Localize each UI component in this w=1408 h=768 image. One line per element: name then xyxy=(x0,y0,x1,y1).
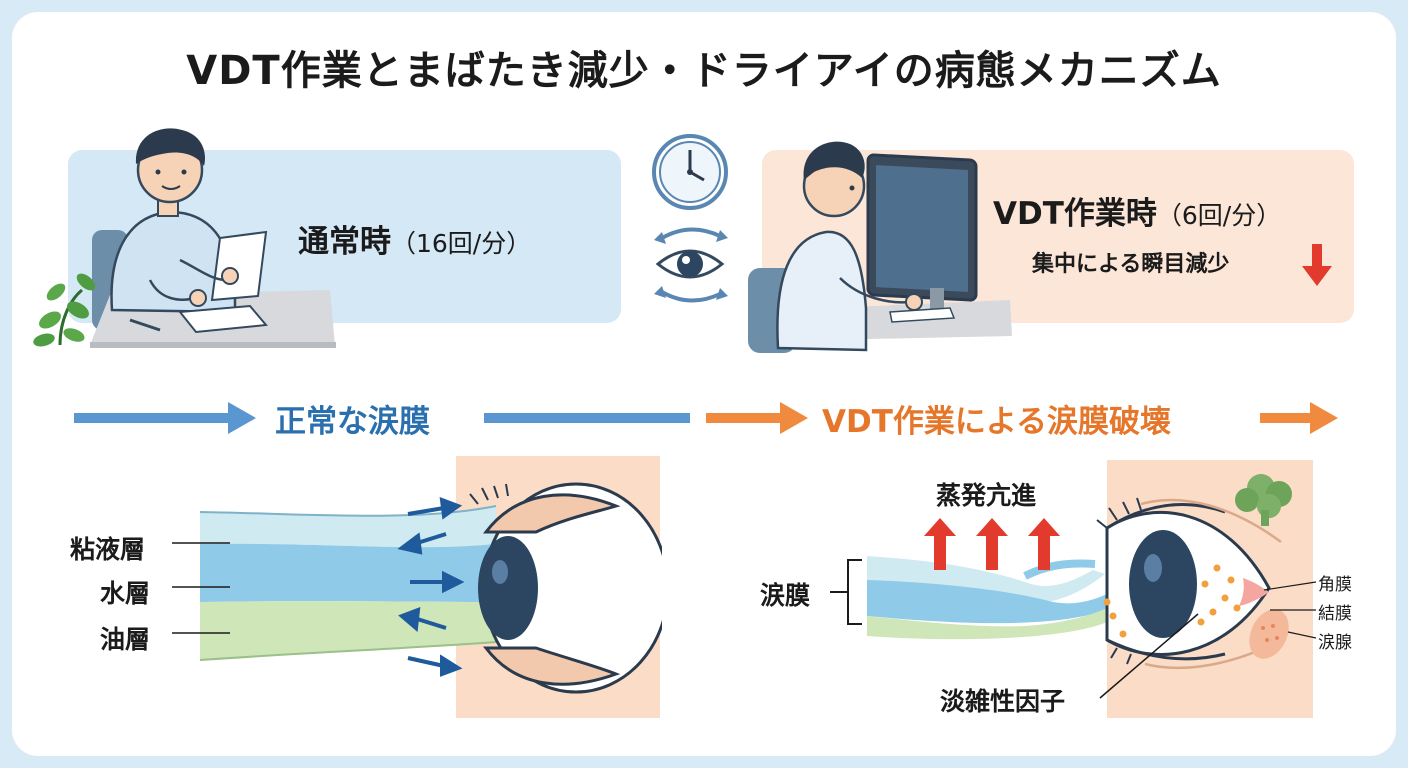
normal-arrow-bar xyxy=(484,413,690,423)
clock-icon xyxy=(652,134,728,210)
tear-film-label: 涙膜 xyxy=(760,581,811,610)
page-title: VDT作業とまばたき減少・ドライアイの病態メカニズム xyxy=(186,48,1222,94)
normal-tear-film-heading: 正常な涙膜 xyxy=(275,404,430,440)
blink-icons xyxy=(652,134,728,303)
vdt-arrow-left xyxy=(706,402,808,434)
vdt-label: VDT作業時（6回/分） xyxy=(993,196,1282,232)
layer-label-aqueous: 水層 xyxy=(100,579,151,608)
decrease-arrow-icon xyxy=(1302,244,1332,286)
blink-eye-icon xyxy=(654,227,728,303)
person-reading-illustration xyxy=(33,128,336,348)
person-computer-illustration xyxy=(748,141,1012,353)
evaporation-arrows xyxy=(924,518,1060,570)
normal-tear-film-illustration xyxy=(199,456,662,718)
anatomy-leader-lines xyxy=(1263,581,1317,639)
vdt-arrow-right xyxy=(1260,402,1338,434)
vdt-tear-film-illustration xyxy=(867,460,1313,718)
cornea-label: 角膜 xyxy=(1318,575,1352,595)
vdt-tear-film-heading: VDT作業による涙膜破壊 xyxy=(822,404,1171,440)
layer-leader-lines xyxy=(172,542,230,634)
vdt-sub-label: 集中による瞬目減少 xyxy=(1032,252,1230,277)
factor-label: 淡雑性因子 xyxy=(940,687,1066,716)
factor-leader-line xyxy=(1099,613,1199,699)
normal-arrow-left xyxy=(74,402,256,434)
lacrimal-gland-label: 涙腺 xyxy=(1318,633,1352,653)
normal-label: 通常時（16回/分） xyxy=(298,224,532,260)
layer-label-lipid: 油層 xyxy=(100,625,151,654)
evaporation-label: 蒸発亢進 xyxy=(936,481,1037,510)
tear-film-bracket xyxy=(830,559,862,625)
layer-label-mucin: 粘液層 xyxy=(70,535,146,564)
conjunctiva-label: 結膜 xyxy=(1318,604,1352,624)
